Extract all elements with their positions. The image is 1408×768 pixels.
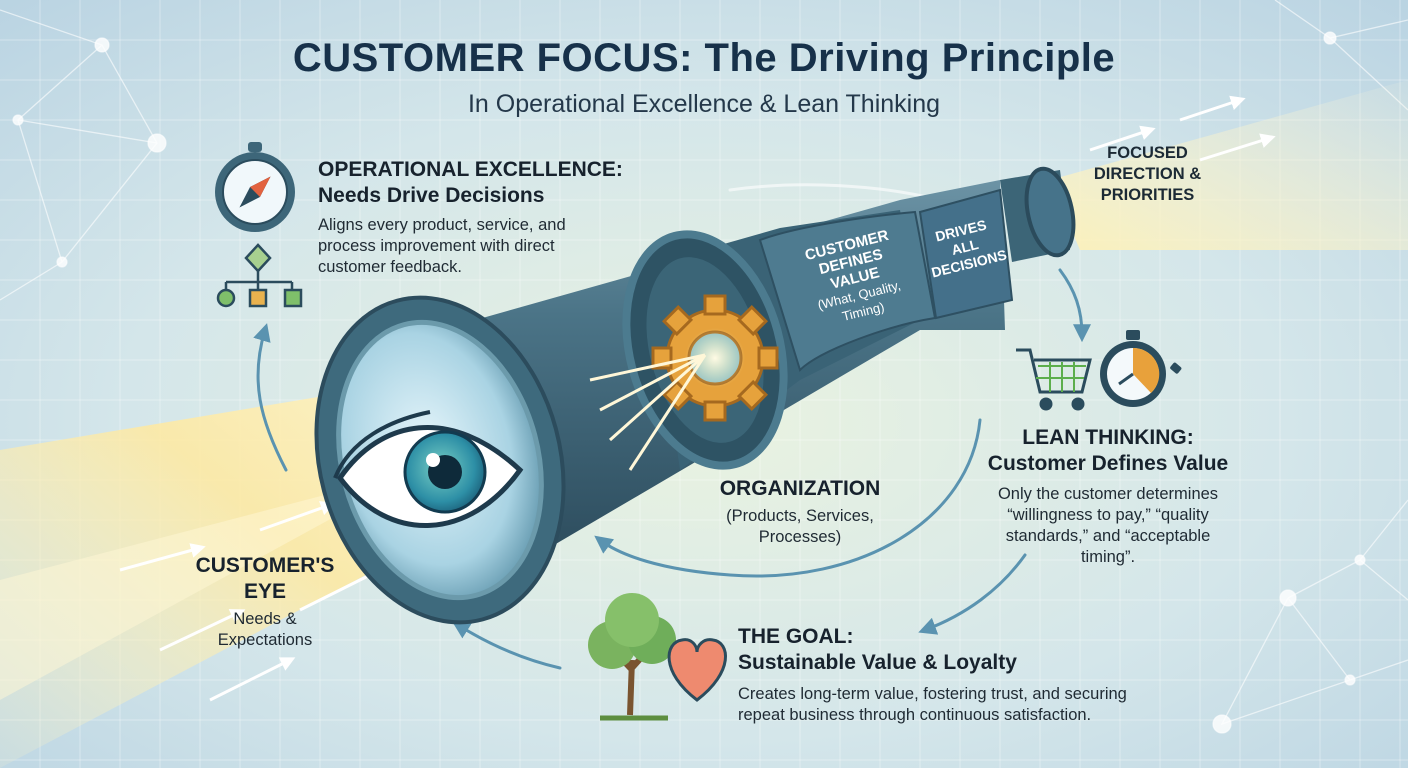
operational-excellence-line: Aligns every product, service, and xyxy=(318,216,566,234)
eye-icon xyxy=(333,410,524,528)
customer-eye-heading: CUSTOMER'S xyxy=(195,554,335,577)
focused-direction-label: FOCUSED DIRECTION & PRIORITIES xyxy=(1085,143,1210,206)
lean-thinking-line: timing”. xyxy=(1080,548,1136,566)
customer-eye-block: CUSTOMER'S EYE Needs & Expectations xyxy=(185,553,345,651)
flowchart-icon xyxy=(216,243,303,308)
lean-thinking-line: standards,” and “acceptable xyxy=(1005,527,1211,545)
outgoing-light-beam xyxy=(1050,80,1408,250)
operational-excellence-heading: OPERATIONAL EXCELLENCE: xyxy=(318,158,623,181)
lean-thinking-heading: LEAN THINKING: xyxy=(1022,426,1194,449)
shopping-cart-icon xyxy=(1016,348,1092,411)
heart-icon xyxy=(667,638,727,702)
page-title: CUSTOMER FOCUS: The Driving Principle xyxy=(292,36,1116,80)
page-subtitle: In Operational Excellence & Lean Thinkin… xyxy=(467,90,941,118)
goal-line: repeat business through continuous satis… xyxy=(738,706,1092,724)
goal-subheading: Sustainable Value & Loyalty xyxy=(738,651,1017,674)
organization-line: Processes) xyxy=(758,528,842,546)
focused-direction-line: DIRECTION & xyxy=(1093,165,1202,183)
compass-icon xyxy=(215,142,295,232)
gear-icon xyxy=(651,294,779,422)
stopwatch-icon xyxy=(1100,330,1182,407)
goal-heading: THE GOAL: xyxy=(738,625,854,648)
operational-excellence-subheading: Needs Drive Decisions xyxy=(318,184,545,207)
operational-excellence-block: OPERATIONAL EXCELLENCE: Needs Drive Deci… xyxy=(318,157,678,278)
tree-icon xyxy=(588,593,676,721)
organization-heading: ORGANIZATION xyxy=(719,477,881,500)
network-decoration xyxy=(0,0,1408,733)
goal-block: THE GOAL: Sustainable Value & Loyalty Cr… xyxy=(738,624,1178,726)
lean-thinking-block: LEAN THINKING: Customer Defines Value On… xyxy=(968,425,1248,568)
operational-excellence-line: process improvement with direct xyxy=(318,237,555,255)
customer-eye-line: Needs & xyxy=(233,610,297,628)
organization-block: ORGANIZATION (Products, Services, Proces… xyxy=(700,476,900,548)
lean-thinking-line: Only the customer determines xyxy=(997,485,1219,503)
customer-eye-line: Expectations xyxy=(217,631,313,649)
focused-direction-line: PRIORITIES xyxy=(1100,186,1195,204)
cycle-arrows xyxy=(253,183,1091,670)
goal-line: Creates long-term value, fostering trust… xyxy=(738,685,1127,703)
lean-thinking-line: “willingness to pay,” “quality xyxy=(1007,506,1209,524)
operational-excellence-line: customer feedback. xyxy=(318,258,462,276)
light-rays xyxy=(589,353,707,471)
focused-direction-line: FOCUSED xyxy=(1107,144,1188,162)
organization-line: (Products, Services, xyxy=(726,507,874,525)
lean-thinking-subheading: Customer Defines Value xyxy=(987,452,1229,475)
customer-eye-heading: EYE xyxy=(243,580,287,603)
